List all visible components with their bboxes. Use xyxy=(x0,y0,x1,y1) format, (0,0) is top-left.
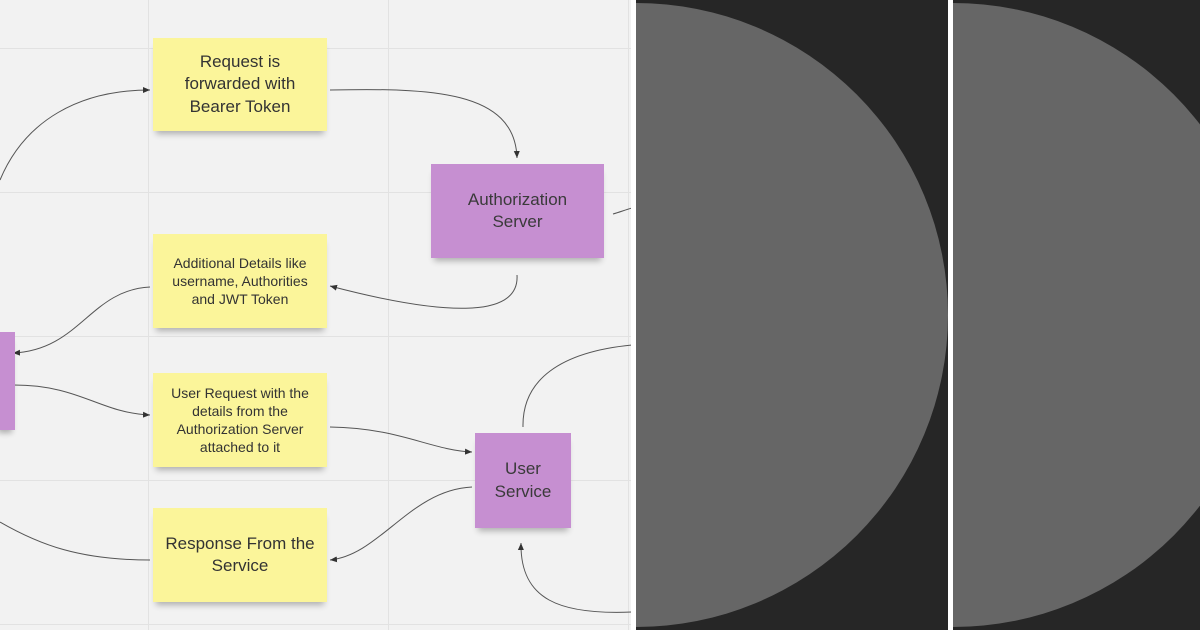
connector-additional-to-gateway xyxy=(12,286,151,356)
connector-gateway-to-userrequest xyxy=(13,384,151,418)
sticky-authorization-server[interactable]: Authorization Server xyxy=(431,164,604,258)
connector-response-to-gateway xyxy=(0,521,151,561)
sticky-request-forwarded-text: Request is forwarded with Bearer Token xyxy=(184,52,296,116)
panel-divider-right xyxy=(948,0,953,630)
connector-userservice-to-response xyxy=(329,486,473,563)
sticky-user-request[interactable]: User Request with the details from the A… xyxy=(153,373,327,467)
connector-gateway-to-forwarded xyxy=(0,87,151,181)
connector-userservice-to-side-top xyxy=(522,344,632,428)
whiteboard-canvas[interactable]: Request is forwarded with Bearer Token A… xyxy=(0,0,632,630)
sticky-additional-details[interactable]: Additional Details like username, Author… xyxy=(153,234,327,328)
connector-side-bottom-to-userservice xyxy=(517,542,632,613)
sticky-authorization-server-text: Authorization Server xyxy=(467,189,568,231)
connector-layer xyxy=(0,87,632,613)
sticky-user-request-text: User Request with the details from the A… xyxy=(171,384,309,456)
circle-shape-left xyxy=(636,3,948,627)
circle-shape-right xyxy=(953,3,1200,627)
api-gateway-sticky-partial[interactable] xyxy=(0,332,15,430)
connector-forwarded-to-auth xyxy=(329,89,520,159)
sticky-request-forwarded[interactable]: Request is forwarded with Bearer Token xyxy=(153,38,327,131)
sticky-additional-details-text: Additional Details like username, Author… xyxy=(172,254,308,308)
panel-divider-left xyxy=(631,0,636,630)
connector-userrequest-to-userservice xyxy=(329,426,473,455)
sticky-user-service-text: User Service xyxy=(494,459,552,501)
sticky-user-service[interactable]: User Service xyxy=(475,433,571,528)
sticky-response[interactable]: Response From the Service xyxy=(153,508,327,602)
dark-panel-left xyxy=(636,0,948,630)
sticky-response-text: Response From the Service xyxy=(165,533,315,575)
connector-auth-to-additional xyxy=(329,274,518,309)
connector-side-to-auth xyxy=(612,207,632,215)
dark-panel-right xyxy=(953,0,1200,630)
